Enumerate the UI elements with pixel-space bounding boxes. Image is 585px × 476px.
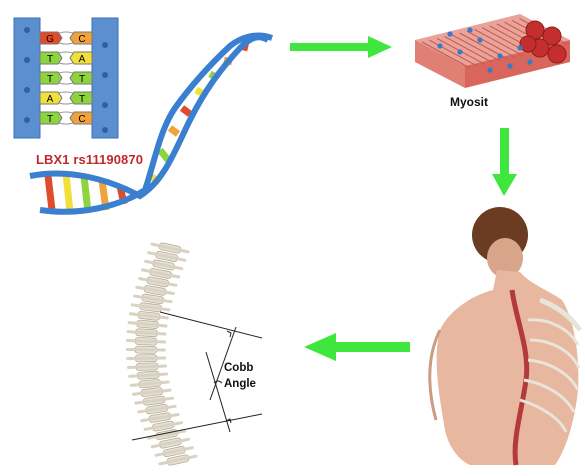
vertebra [154, 445, 194, 458]
base-letter-right: A [79, 54, 86, 65]
vertebra [143, 420, 183, 432]
vertebra [140, 412, 180, 423]
vertebra [126, 337, 167, 346]
vertebra [125, 345, 166, 354]
fiber-stripe [444, 36, 493, 64]
base-letter-right: T [79, 74, 85, 85]
human-back-scoliosis [428, 207, 583, 466]
muscle-fiber-bundle [415, 14, 570, 88]
helix-rung [44, 175, 56, 211]
gene-label: LBX1 rs11190870 [36, 152, 144, 167]
vertebra [150, 437, 191, 449]
vertebra [131, 387, 172, 397]
vertebra [147, 250, 187, 263]
fiber-stripe [429, 39, 478, 67]
fiber-stripe [474, 28, 523, 56]
helix-rung [157, 147, 171, 163]
arrow-muscle-to-back [492, 128, 517, 196]
vertebra [141, 268, 181, 279]
fiber-stripe [451, 34, 501, 62]
vertebra [134, 395, 175, 406]
cobb-label-line2: Angle [224, 378, 256, 390]
vertebra [137, 404, 177, 415]
base-letter-right: T [79, 94, 85, 105]
vertebra [138, 276, 178, 288]
base-letter-right: C [78, 34, 85, 45]
fiber-stripe [421, 41, 471, 69]
helix-strand-a [29, 34, 270, 200]
vertebra [130, 302, 171, 313]
muscle-label: Myosit [450, 95, 489, 109]
vertebra [132, 293, 173, 304]
vertebra [129, 379, 170, 389]
helix-rung [62, 173, 74, 213]
fiber-stripe [466, 30, 516, 58]
helix-rung [167, 125, 181, 137]
helix-rung [80, 175, 92, 213]
base-letter-right: C [78, 114, 85, 125]
vertebra [158, 454, 198, 466]
base-letter-left: T [47, 54, 53, 65]
vertebra [144, 259, 184, 271]
vertebra [126, 354, 167, 363]
base-letter-left: T [47, 74, 53, 85]
arrow-back-to-spine [304, 333, 410, 361]
vertebra [126, 328, 167, 338]
vertebra [126, 362, 167, 371]
vertebra [129, 311, 169, 321]
dna-double-helix [29, 32, 273, 215]
vertebra [150, 242, 190, 254]
cobb-angle-lines [131, 311, 263, 441]
base-letter-left: T [47, 114, 53, 125]
vertebra [127, 319, 168, 329]
arrow-dna-to-muscle [290, 36, 392, 58]
vertebra [128, 370, 169, 380]
vertebra [135, 285, 175, 296]
base-letter-left: A [47, 94, 54, 105]
cobb-label-line1: Cobb [224, 362, 254, 374]
scoliotic-spine [125, 242, 198, 466]
base-letter-left: G [46, 34, 54, 45]
helix-strand-b [39, 32, 273, 215]
helix-rung [179, 105, 193, 117]
